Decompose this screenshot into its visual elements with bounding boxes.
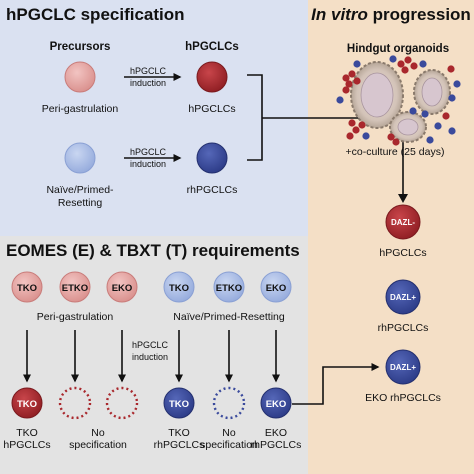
col-hpgclcs-label: hPGCLCs: [185, 41, 239, 53]
dazl-positive-eko-rhpgclc: [385, 349, 421, 385]
output-0-marker: DAZL-: [391, 218, 415, 227]
right-top-eko: [260, 271, 292, 303]
peri-gastrulation-label: Peri-gastrulation: [42, 103, 119, 115]
output-2-marker: DAZL+: [390, 363, 416, 372]
right-bottom-tko-circle-label: TKO: [169, 399, 189, 410]
row1-arrow-label-2: induction: [130, 78, 166, 88]
right-bottom-etko-no-spec: [212, 386, 246, 420]
right-top-etko: [213, 271, 245, 303]
output-1-label: rhPGCLCs: [378, 322, 429, 334]
left-top-tko-label: TKO: [17, 283, 37, 294]
output-1-marker: DAZL+: [390, 293, 416, 302]
naive-primed-precursor: [64, 142, 96, 174]
rhpgclc-cell: [196, 142, 228, 174]
left-group-label: Peri-gastrulation: [37, 311, 114, 323]
right-bottom-eko-label-2: rhPGCLCs: [251, 439, 302, 451]
vitro-title: In vitro progression: [311, 5, 471, 24]
right-bottom-eko-rhpgclc: [260, 387, 292, 419]
spec-to-vitro-arrowhead: [398, 194, 408, 203]
eko-to-vitro-connector: [292, 363, 380, 405]
vitro-title-italic: In vitro: [311, 5, 368, 24]
left-no-spec-label-1: No: [91, 427, 105, 439]
output-2-label: EKO rhPGCLCs: [365, 392, 441, 404]
col-precursors-label: Precursors: [50, 41, 111, 53]
left-top-etko: [59, 271, 91, 303]
right-top-tko: [163, 271, 195, 303]
req-induction-label-1: hPGCLC: [132, 340, 169, 350]
right-bottom-etko-label-1: No: [222, 427, 236, 439]
peri-gastrulation-precursor: [64, 61, 96, 93]
right-bottom-tko-rhpgclc: [163, 387, 195, 419]
row1-arrow-label-1: hPGCLC: [130, 66, 167, 76]
left-no-spec-label-2: specification: [69, 439, 127, 451]
left-bottom-etko-no-spec: [58, 386, 92, 420]
right-bottom-tko-label-1: TKO: [168, 427, 190, 439]
down-arrows: [23, 330, 280, 383]
left-bottom-tko-circle-label: TKO: [17, 399, 37, 410]
req-title: EOMES (E) & TBXT (T) requirements: [6, 241, 300, 260]
dazl-negative-hpgclc: [385, 204, 421, 240]
right-top-etko-label: ETKO: [216, 283, 242, 294]
row2-arrow-label-2: induction: [130, 159, 166, 169]
row2-arrow-label-1: hPGCLC: [130, 147, 167, 157]
left-bottom-eko-no-spec: [105, 386, 139, 420]
req-induction-label-2: induction: [132, 352, 168, 362]
left-top-eko: [106, 271, 138, 303]
right-top-eko-label: EKO: [266, 283, 287, 294]
naive-primed-label-2: Resetting: [58, 197, 103, 209]
left-bottom-tko-hpgclc: [11, 387, 43, 419]
right-bottom-eko-label-1: EKO: [265, 427, 287, 439]
output-0-label: hPGCLCs: [379, 247, 426, 259]
spec-panel-bg: [0, 0, 308, 236]
req-panel-bg: [0, 236, 308, 474]
organoid-label: Hindgut organoids: [347, 43, 449, 55]
spec-title: hPGCLC specification: [6, 5, 185, 24]
naive-primed-label-1: Naïve/Primed-: [46, 184, 114, 196]
left-bottom-tko-label-1: TKO: [16, 427, 38, 439]
left-bottom-tko-label-2: hPGCLCs: [3, 439, 50, 451]
coculture-label: +co-culture (25 days): [346, 146, 445, 158]
hpgclcs-label: hPGCLCs: [188, 103, 235, 115]
right-top-tko-label: TKO: [169, 283, 189, 294]
hindgut-organoid-illustration: [336, 55, 461, 146]
left-top-tko: [11, 271, 43, 303]
right-bottom-etko-label-2: specification: [200, 439, 258, 451]
left-top-etko-label: ETKO: [62, 283, 88, 294]
right-group-label: Naïve/Primed-Resetting: [173, 311, 285, 323]
right-bottom-tko-label-2: rhPGCLCs: [154, 439, 205, 451]
dazl-positive-rhpgclc: [385, 279, 421, 315]
right-bottom-eko-circle-label: EKO: [266, 399, 287, 410]
left-top-eko-label: EKO: [112, 283, 133, 294]
rhpgclcs-label: rhPGCLCs: [187, 184, 238, 196]
hpgclc-cell: [196, 61, 228, 93]
vitro-title-rest: progression: [368, 5, 471, 24]
